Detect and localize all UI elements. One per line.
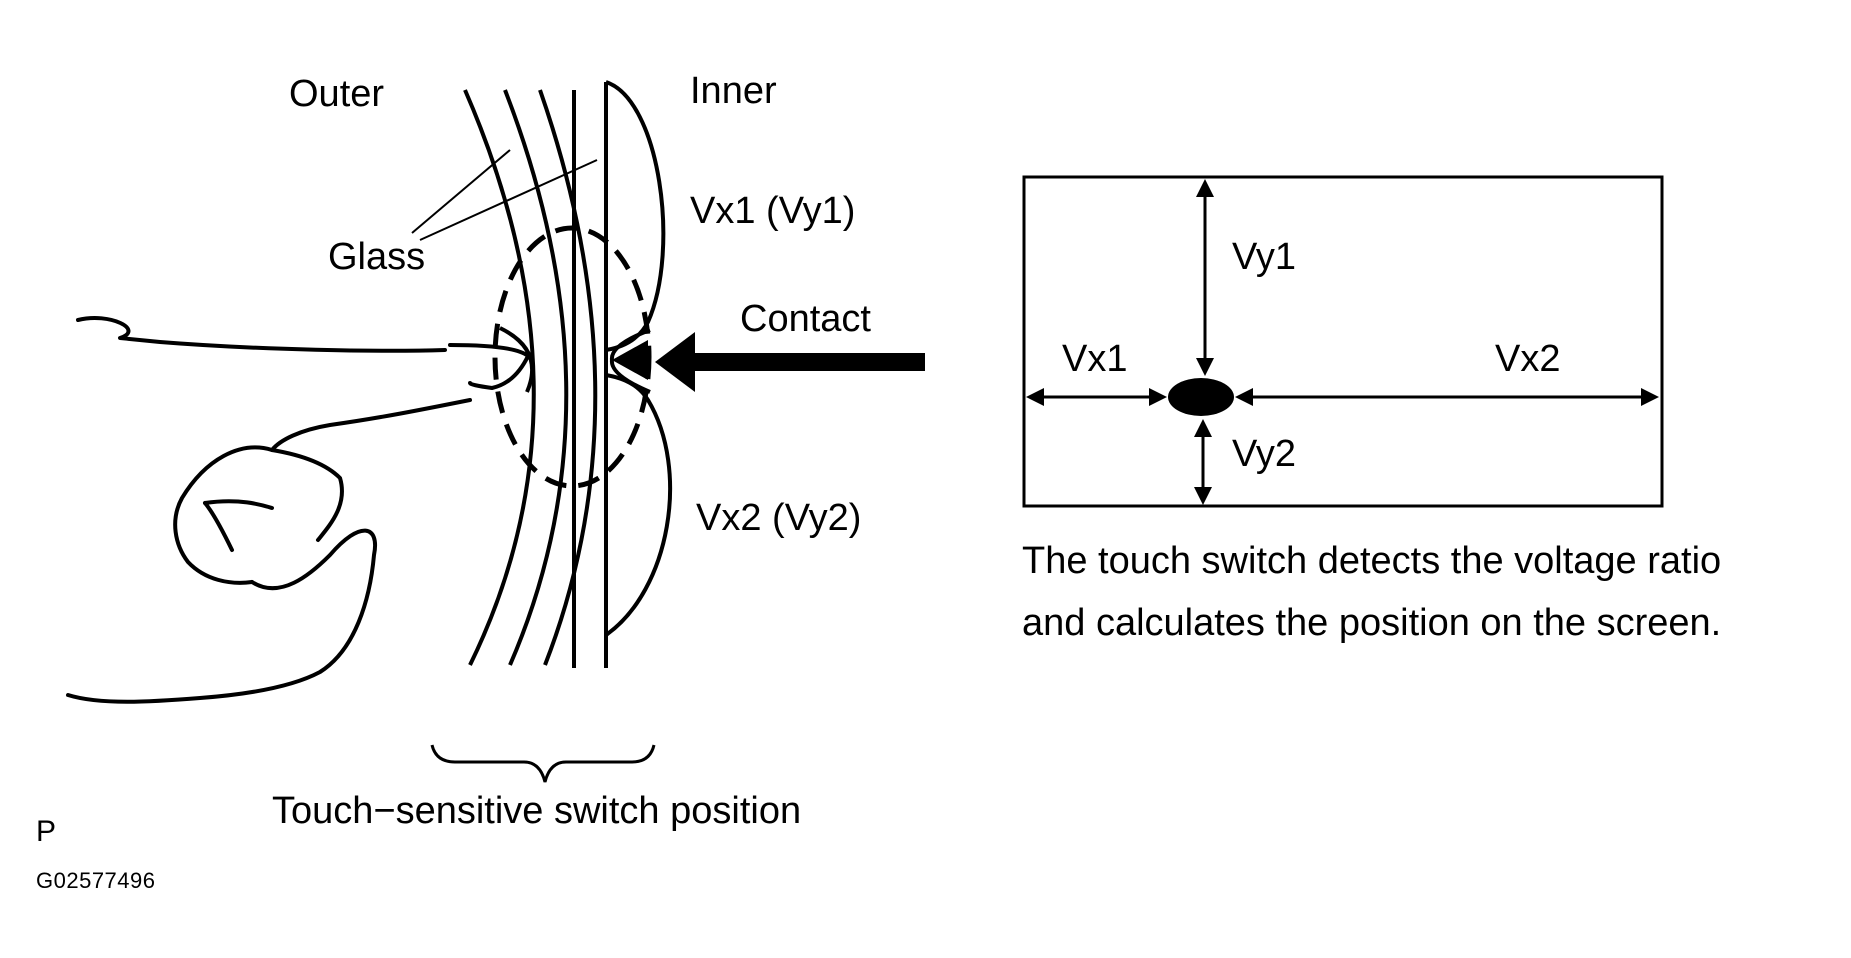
description-line-2: and calculates the position on the scree… (1022, 602, 1722, 644)
vx1-label: Vx1 (1062, 338, 1128, 380)
outer-glass-curve (463, 89, 536, 666)
vx2-label: Vx2 (1495, 338, 1561, 380)
contact-region-dashed (492, 225, 652, 489)
inner-label: Inner (690, 70, 777, 112)
upper-resistance-lobe (605, 80, 666, 352)
touch-point (1168, 378, 1234, 416)
contact-arrow-head (655, 332, 695, 392)
vx2-vy2-label: Vx2 (Vy2) (696, 497, 862, 539)
middle-glass-curve (503, 89, 569, 666)
inner-film-curve (538, 89, 598, 666)
switch-position-brace (430, 744, 656, 783)
switch-position-caption: Touch−sensitive switch position (272, 790, 802, 832)
hand-illustration (66, 316, 530, 704)
outer-label: Outer (289, 73, 385, 115)
lower-resistance-lobe (604, 373, 673, 637)
description-line-1: The touch switch detects the voltage rat… (1022, 540, 1722, 582)
glass-leader-line-1 (411, 149, 511, 234)
vy1-label: Vy1 (1232, 236, 1297, 278)
description-text: The touch switch detects the voltage rat… (1022, 530, 1721, 654)
figure-code: G02577496 (36, 868, 156, 893)
contact-arrow-shaft (690, 353, 925, 371)
vx1-vy1-label: Vx1 (Vy1) (690, 190, 856, 232)
glass-leader-line-2 (419, 159, 598, 241)
contact-arrowhead-small (612, 340, 648, 380)
glass-label: Glass (328, 236, 426, 278)
contact-label: Contact (740, 298, 871, 340)
panel-letter: P (36, 815, 57, 848)
screen-panel (1022, 175, 1664, 508)
vy2-label: Vy2 (1232, 433, 1297, 475)
